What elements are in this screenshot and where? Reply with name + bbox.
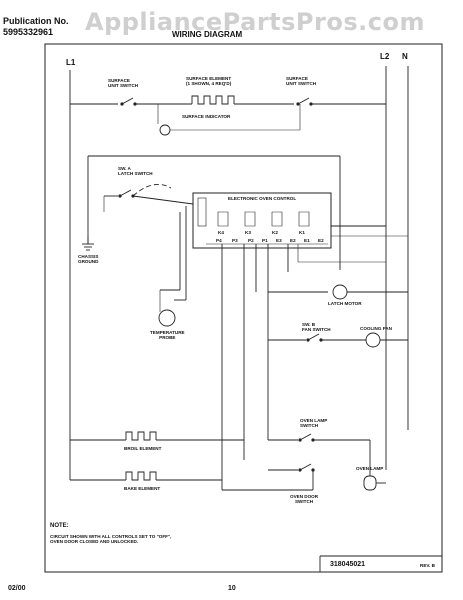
label-fan-switch: SW. B FAN SWITCH [302,322,331,333]
terminal-p4: P4 [216,238,222,243]
label-electronic-oven-control: ELECTRONIC OVEN CONTROL [228,196,297,201]
label-temperature-probe: TEMPERATURE PROBE [150,330,185,341]
label-oven-lamp-switch: OVEN LAMP SWITCH [300,418,328,429]
cooling-fan-symbol [365,332,381,348]
publication-number: 5995332961 [3,27,54,37]
rail-l2-label: L2 [380,52,390,61]
label-latch-switch: SW. A LATCH SWITCH [118,166,153,177]
label-bake-element: BAKE ELEMENT [124,486,161,491]
label-surface-element: SURFACE ELEMENT (1 SHOWN, 4 REQ'D) [186,76,232,87]
note-heading: NOTE: [50,523,69,529]
relay-label-k4: K4 [218,230,224,235]
terminal-p3: P3 [232,238,238,243]
rail-l1-label: L1 [66,58,76,67]
relay-label-k2: K2 [272,230,278,235]
terminal-p2: P2 [248,238,254,243]
oven-lamp-switch-symbol [298,433,315,442]
label-oven-lamp: OVEN LAMP [356,466,384,471]
latch-motor-symbol [332,284,348,300]
oven-lamp-symbol [363,475,377,491]
label-surface-indicator: SURFACE INDICATOR [182,114,231,119]
watermark: AppliancePartsPros.com [85,8,425,36]
terminal-p1: P1 [262,238,268,243]
diagram-frame [44,43,443,573]
diagram-title: WIRING DIAGRAM [172,30,243,39]
temperature-probe-symbol [158,309,176,327]
bake-element-symbol [125,471,157,481]
revision: REV. B [420,563,435,568]
fan-switch-symbol [306,333,323,342]
surface-indicator-symbol [159,124,171,136]
relay-label-k3: K3 [245,230,251,235]
latch-to-eoc [132,195,194,205]
terminal-e1: E1 [304,238,310,243]
part-number: 318045021 [330,561,366,568]
note-text: CIRCUIT SHOWN WITH ALL CONTROLS SET TO "… [50,534,172,545]
label-chassis-ground: CHASSIS GROUND [78,254,99,265]
label-latch-motor: LATCH MOTOR [328,301,362,306]
chassis-ground-symbol [82,243,94,251]
oven-door-switch-symbol [298,463,315,472]
page-number: 10 [228,585,236,592]
latch-switch-symbol [118,189,135,198]
rail-n-label: N [402,52,408,61]
relay-label-k1: K1 [299,230,305,235]
latch-dashed-link [132,183,172,197]
surface-element-symbol [191,95,235,105]
label-oven-door-switch: OVEN DOOR SWITCH [290,494,319,505]
publication-label: Publication No. [3,16,69,26]
eoc-box [192,192,332,249]
broil-element-symbol [125,431,157,441]
label-surface-unit-switch-right: SURFACE UNIT SWITCH [286,76,317,87]
surface-unit-switch-right-symbol [296,97,313,106]
terminal-e2b: E2 [318,238,324,243]
eoc-connector [197,197,207,227]
terminal-e3: E3 [276,238,282,243]
surface-unit-switch-left-symbol [120,97,137,106]
terminal-e2a: E2 [290,238,296,243]
footer-date: 02/00 [8,585,26,592]
label-cooling-fan: COOLING FAN [360,326,392,331]
label-surface-unit-switch-left: SURFACE UNIT SWITCH [108,78,139,89]
eoc-relays [217,211,310,227]
label-broil-element: BROIL ELEMENT [124,446,162,451]
